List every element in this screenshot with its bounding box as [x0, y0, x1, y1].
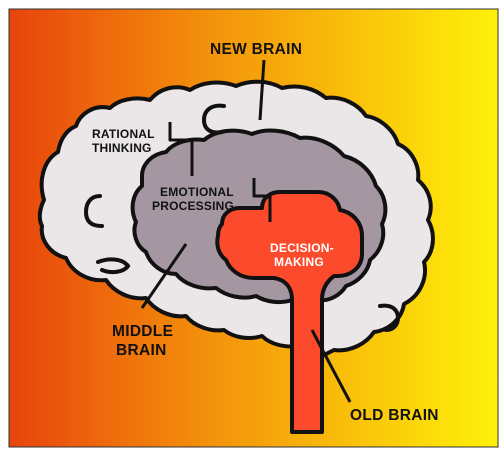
- label-emotional-line-2: PROCESSING: [152, 199, 234, 213]
- label-middle-line-2: BRAIN: [116, 342, 167, 359]
- label-decision-line-1: DECISION-: [270, 241, 334, 255]
- label-emotional-line-1: EMOTIONAL: [160, 185, 234, 199]
- label-old-brain: OLD BRAIN: [350, 407, 439, 424]
- label-new-brain: NEW BRAIN: [210, 41, 302, 58]
- label-decision-line-2: MAKING: [274, 255, 324, 269]
- label-middle-line-1: MIDDLE: [112, 323, 173, 340]
- label-rational-line-2: THINKING: [92, 141, 152, 155]
- label-rational-line-1: RATIONAL: [92, 127, 155, 141]
